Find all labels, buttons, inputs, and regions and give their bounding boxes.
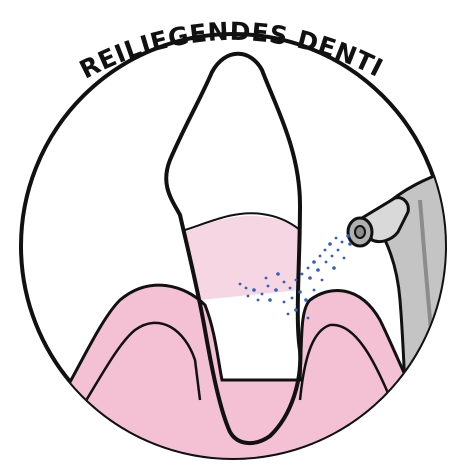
spray-particle [298, 290, 302, 294]
spray-particle [346, 234, 350, 238]
spray-particle [301, 273, 304, 276]
spray-particle [283, 301, 286, 304]
spray-particle [267, 285, 270, 288]
spray-particle [276, 272, 280, 276]
spray-particle [289, 287, 292, 290]
spray-particle [328, 242, 332, 246]
spray-particle [307, 267, 310, 270]
spray-particle [287, 313, 290, 316]
spray-particle [247, 295, 250, 298]
spray-particle [316, 268, 320, 272]
spray-particle [308, 276, 312, 280]
spray-particle [343, 257, 346, 260]
spray-particle [294, 308, 298, 312]
spray-particle [252, 288, 256, 292]
spray-particle [257, 299, 260, 302]
spray-particle [307, 317, 310, 320]
spray-particle [325, 261, 328, 264]
spray-particle [245, 287, 248, 290]
exposed-dentin-band [185, 216, 302, 300]
spray-particle [348, 242, 352, 246]
spray-particle [331, 255, 334, 258]
spray-particle [332, 266, 336, 270]
spray-particle [341, 241, 344, 244]
spray-particle [268, 298, 272, 302]
spray-particle [319, 255, 322, 258]
spray-particle [337, 249, 340, 252]
spray-particle [239, 283, 242, 286]
spray-particle [335, 237, 338, 240]
spray-particle [265, 277, 268, 280]
spray-particle [261, 293, 264, 296]
spray-particle [283, 281, 286, 284]
spray-particle [324, 249, 327, 252]
spray-particle [274, 288, 278, 292]
spray-particle [295, 279, 298, 282]
spray-particle [321, 279, 324, 282]
handpiece-nozzle-inner [355, 226, 365, 238]
spray-particle [313, 289, 316, 292]
spray-particle [304, 298, 308, 302]
spray-particle [291, 297, 294, 300]
spray-particle [312, 260, 316, 264]
